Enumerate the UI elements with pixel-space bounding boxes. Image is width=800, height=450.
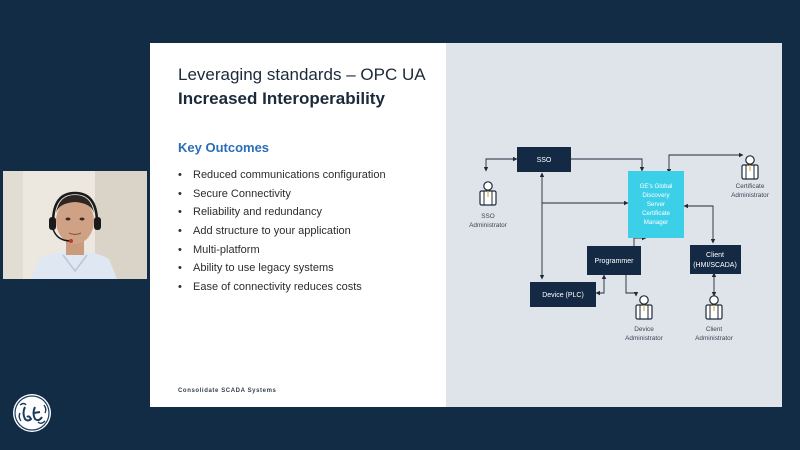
svg-text:Server: Server [647,201,665,208]
slide-subtitle: Increased Interoperability [178,89,385,108]
client-node: Client (HMI/SCADA) [690,245,741,274]
presenter-video [3,171,147,279]
svg-text:Client: Client [706,326,723,333]
svg-text:Administrator: Administrator [625,335,664,342]
architecture-diagram-panel: SSO GE's Global Discovery Server Certifi… [446,43,782,407]
device-plc-node: Device (PLC) [530,282,596,307]
list-item: •Reduced communications configuration [178,169,386,181]
svg-text:Administrator: Administrator [469,222,508,229]
sso-administrator: SSO Administrator [469,181,508,229]
svg-text:Administrator: Administrator [731,192,770,199]
person-icon [741,155,759,180]
list-item: •Reliability and redundancy [178,206,323,219]
presenter-image [3,171,147,279]
architecture-diagram: SSO GE's Global Discovery Server Certifi… [469,147,770,342]
svg-text:SSO: SSO [481,213,495,220]
person-icon [705,295,723,320]
person-icon [635,295,653,320]
svg-text:Device (PLC): Device (PLC) [542,292,584,299]
key-outcomes-list: •Reduced communications configuration •S… [178,166,386,297]
sso-node: SSO [517,147,571,172]
list-item: •Multi-platform [178,243,260,256]
svg-text:Discovery: Discovery [642,192,670,199]
svg-text:Device: Device [634,326,654,333]
slide-title: Leveraging standards – OPC UA [178,65,426,84]
svg-text:Administrator: Administrator [695,335,734,342]
svg-text:GE's Global: GE's Global [640,183,673,190]
slide-text-panel: Leveraging standards – OPC UA Increased … [150,43,446,407]
svg-text:Manager: Manager [644,219,668,226]
svg-text:(HMI/SCADA): (HMI/SCADA) [693,262,737,269]
svg-text:Certificate: Certificate [642,210,670,217]
svg-text:SSO: SSO [537,157,552,164]
connector [666,152,744,174]
device-administrator: Device Administrator [625,295,664,342]
connector [483,156,518,172]
gds-node: GE's Global Discovery Server Certificate… [628,171,684,238]
client-administrator: Client Administrator [695,295,734,342]
connector [571,158,645,172]
list-item: •Ease of connectivity reduces costs [178,281,362,294]
presentation-slide: Leveraging standards – OPC UA Increased … [150,43,782,407]
slide-footer: Consolidate SCADA Systems [178,388,277,394]
programmer-node: Programmer [587,246,641,275]
ge-monogram-logo [13,394,51,432]
svg-text:Programmer: Programmer [595,258,635,265]
connector [683,203,716,244]
person-icon [479,181,497,206]
list-item: •Add structure to your application [178,225,351,238]
svg-text:Client: Client [706,252,724,259]
svg-text:Certificate: Certificate [736,183,765,190]
list-item: •Ability to use legacy systems [178,262,334,275]
list-item: •Secure Connectivity [178,187,291,200]
connector [595,274,607,296]
certificate-administrator: Certificate Administrator [731,155,770,199]
connector [625,275,639,297]
key-outcomes-heading: Key Outcomes [178,140,270,155]
